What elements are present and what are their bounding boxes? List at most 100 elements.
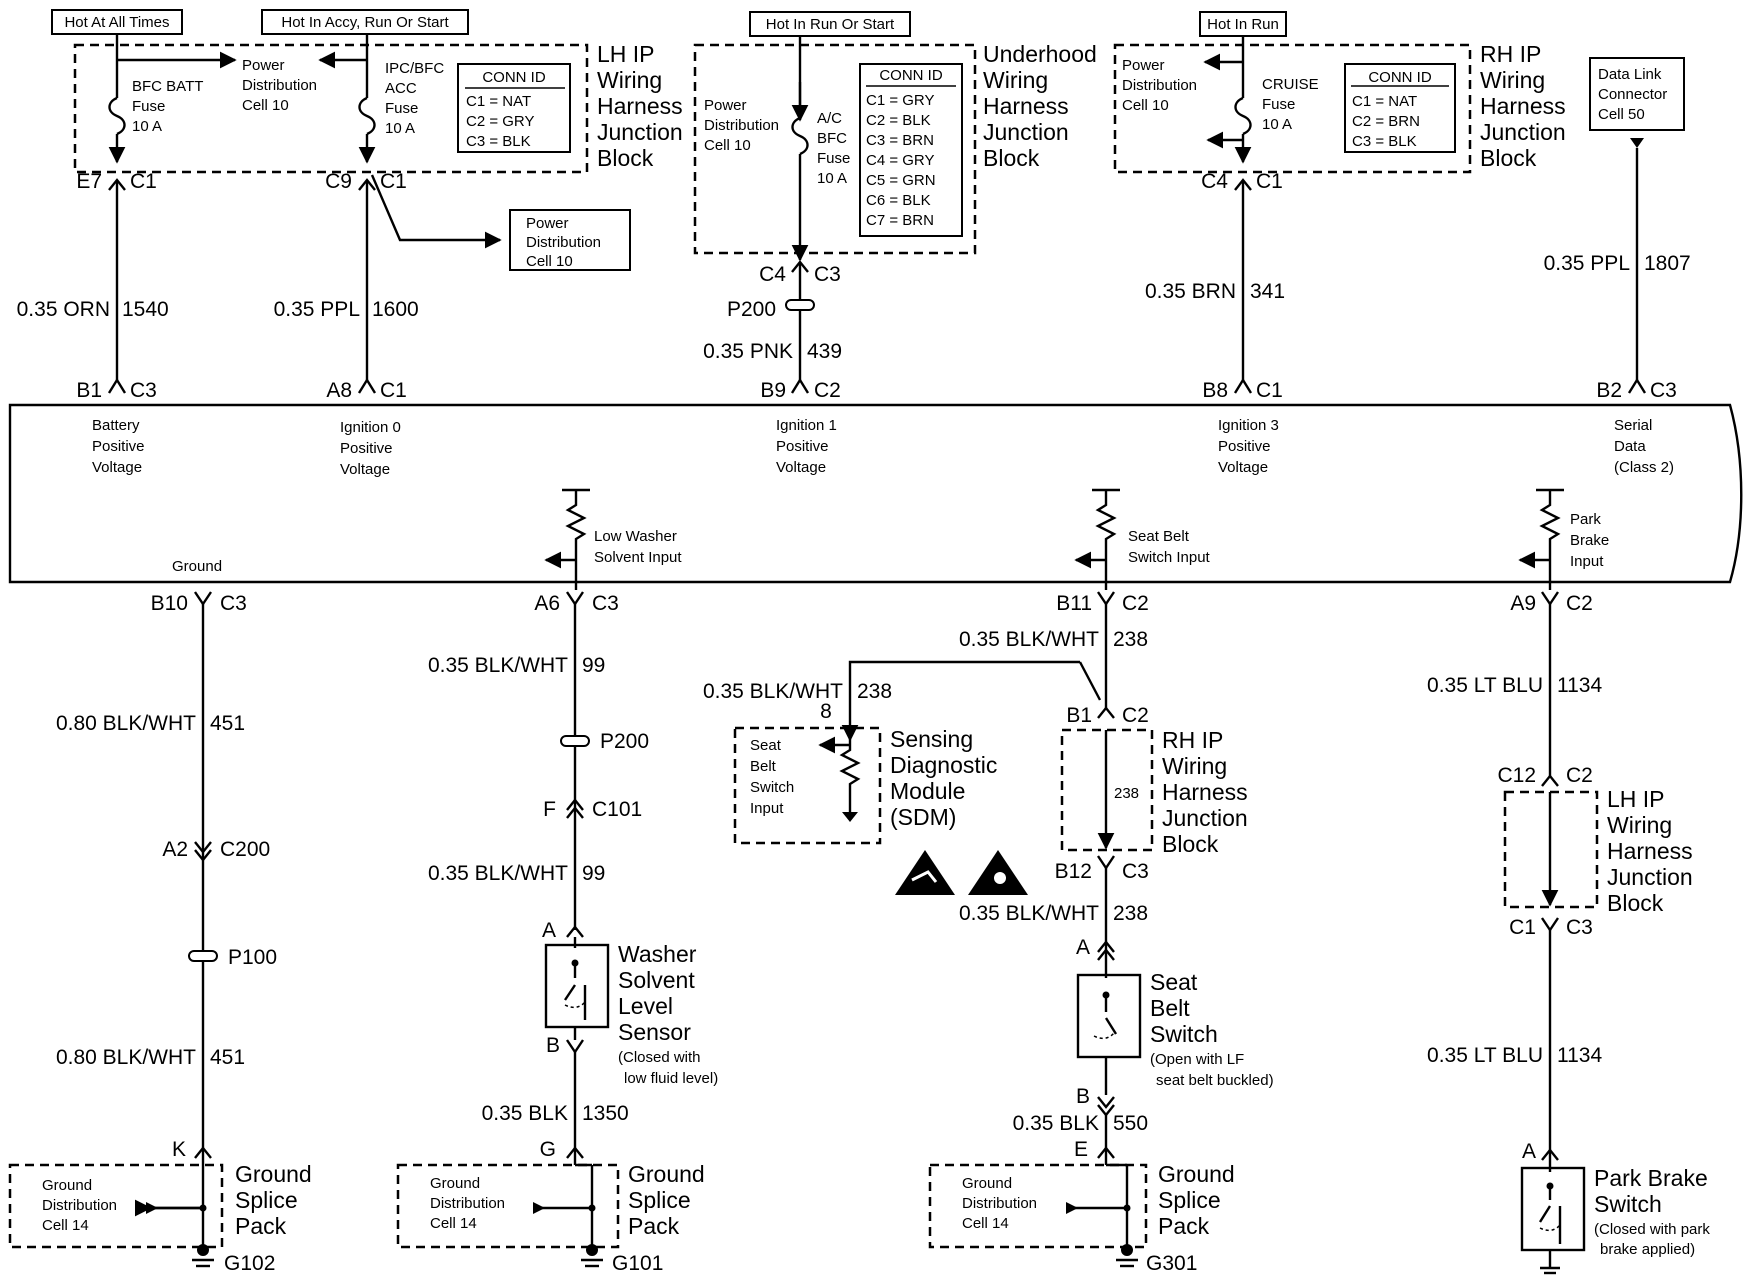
svg-text:Fuse: Fuse (132, 98, 165, 115)
svg-text:A8: A8 (326, 379, 352, 402)
svg-text:C200: C200 (220, 838, 270, 861)
svg-text:C2 = GRY: C2 = GRY (466, 113, 535, 130)
module-box: Battery Positive Voltage Ignition 0 Posi… (8, 403, 1743, 590)
svg-text:238: 238 (1113, 902, 1148, 925)
svg-text:C9: C9 (325, 170, 352, 193)
svg-text:0.35 LT BLU: 0.35 LT BLU (1427, 1044, 1543, 1067)
hot-in-run-label: Hot In Run (1199, 11, 1287, 37)
svg-text:Input: Input (1570, 553, 1604, 570)
svg-text:F: F (543, 798, 556, 821)
svg-text:99: 99 (582, 654, 605, 677)
svg-text:Junction: Junction (1480, 119, 1566, 145)
svg-text:A: A (1522, 1140, 1536, 1163)
p100-splice-icon (188, 950, 218, 962)
dlc-terminal-icon (1630, 138, 1644, 148)
svg-text:0.35 BLK: 0.35 BLK (1013, 1112, 1099, 1135)
svg-text:Switch: Switch (1594, 1191, 1662, 1217)
washer-switch-icon (564, 984, 576, 1001)
svg-text:Level: Level (618, 993, 673, 1019)
svg-text:1807: 1807 (1644, 252, 1691, 275)
svg-text:C2 = BLK: C2 = BLK (866, 112, 931, 129)
svg-text:0.35 BLK/WHT: 0.35 BLK/WHT (428, 654, 568, 677)
svg-text:A2: A2 (162, 838, 188, 861)
svg-text:C7 = BRN: C7 = BRN (866, 212, 934, 229)
svg-text:Voltage: Voltage (340, 461, 390, 478)
svg-text:Power: Power (242, 57, 285, 74)
svg-text:Seat Belt: Seat Belt (1128, 528, 1190, 545)
svg-text:1600: 1600 (372, 298, 419, 321)
svg-text:seat belt buckled): seat belt buckled) (1156, 1072, 1274, 1089)
svg-text:Hot In Accy, Run Or Start: Hot In Accy, Run Or Start (281, 14, 449, 31)
svg-text:A: A (542, 919, 556, 942)
power-distribution-ref: Power Distribution Cell 10 (370, 174, 631, 271)
svg-text:Wiring: Wiring (983, 67, 1048, 93)
svg-text:G101: G101 (612, 1252, 663, 1275)
svg-text:1540: 1540 (122, 298, 169, 321)
svg-text:C1: C1 (1256, 379, 1283, 402)
svg-text:LH IP: LH IP (597, 41, 655, 67)
seat-belt-switch-box (1076, 973, 1142, 1059)
svg-text:Block: Block (1607, 890, 1664, 916)
svg-text:ACC: ACC (385, 80, 417, 97)
hot-run-start-label: Hot In Run Or Start (749, 11, 911, 37)
svg-text:Distribution: Distribution (526, 234, 601, 251)
svg-text:Harness: Harness (1607, 838, 1693, 864)
svg-text:Ground: Ground (42, 1177, 92, 1194)
rh-conn-id-table (1344, 63, 1456, 153)
svg-text:C3 = BRN: C3 = BRN (866, 132, 934, 149)
svg-text:C1: C1 (1256, 170, 1283, 193)
g102-ground-icon (197, 1244, 209, 1256)
svg-text:Block: Block (597, 145, 654, 171)
svg-text:Distribution: Distribution (962, 1195, 1037, 1212)
top-wire-439: C4 C3 P200 0.35 PNK 439 B9 C2 (703, 260, 842, 402)
svg-text:CRUISE: CRUISE (1262, 76, 1319, 93)
svg-text:Distribution: Distribution (1122, 77, 1197, 94)
svg-text:Ground: Ground (628, 1161, 705, 1187)
svg-text:Wiring: Wiring (1480, 67, 1545, 93)
svg-text:Voltage: Voltage (1218, 459, 1268, 476)
svg-text:Module: Module (890, 778, 965, 804)
svg-text:Cell 10: Cell 10 (242, 97, 289, 114)
svg-text:Ignition 1: Ignition 1 (776, 417, 837, 434)
top-wire-1600: C9 C1 0.35 PPL 1600 A8 C1 (274, 170, 419, 402)
svg-text:Harness: Harness (1162, 779, 1248, 805)
svg-text:550: 550 (1113, 1112, 1148, 1135)
svg-text:Harness: Harness (1480, 93, 1566, 119)
park-brake-resistor-icon (1518, 488, 1564, 590)
svg-text:10 A: 10 A (132, 118, 162, 135)
svg-text:Positive: Positive (1218, 438, 1271, 455)
svg-text:B8: B8 (1202, 379, 1228, 402)
svg-text:10 A: 10 A (817, 170, 847, 187)
svg-text:C4: C4 (759, 263, 786, 286)
svg-text:238: 238 (1114, 785, 1139, 802)
svg-text:C4 = GRY: C4 = GRY (866, 152, 935, 169)
svg-text:E: E (1074, 1138, 1088, 1161)
svg-text:Junction: Junction (597, 119, 683, 145)
svg-text:G102: G102 (224, 1252, 275, 1275)
svg-text:(Open with LF: (Open with LF (1150, 1051, 1244, 1068)
svg-text:B1: B1 (1066, 704, 1092, 727)
svg-text:0.80 BLK/WHT: 0.80 BLK/WHT (56, 1046, 196, 1069)
top-wire-1540: E7 C1 0.35 ORN 1540 B1 C3 (17, 170, 169, 402)
ac-bfc-fuse-icon (791, 116, 809, 156)
g301-ground-icon (1121, 1244, 1133, 1256)
svg-text:Hot In Run Or Start: Hot In Run Or Start (766, 16, 895, 33)
svg-text:Solvent Input: Solvent Input (594, 549, 682, 566)
svg-text:Switch: Switch (1150, 1021, 1218, 1047)
underhood-junction-block: Power Distribution Cell 10 A/C BFC Fuse … (693, 36, 1097, 262)
g101-ground-icon (586, 1244, 598, 1256)
svg-text:Positive: Positive (340, 440, 393, 457)
svg-text:P200: P200 (600, 730, 649, 753)
svg-text:0.35 BLK/WHT: 0.35 BLK/WHT (959, 902, 1099, 925)
ipc-bfc-acc-fuse-icon (358, 96, 376, 136)
svg-text:Serial: Serial (1614, 417, 1652, 434)
svg-text:C1 = GRY: C1 = GRY (866, 92, 935, 109)
svg-text:B1: B1 (76, 379, 102, 402)
svg-text:238: 238 (857, 680, 892, 703)
svg-text:1134: 1134 (1557, 1044, 1602, 1067)
svg-text:C3: C3 (1566, 916, 1593, 939)
svg-text:Ground: Ground (1158, 1161, 1235, 1187)
svg-text:A9: A9 (1510, 592, 1536, 615)
svg-text:K: K (172, 1138, 186, 1161)
